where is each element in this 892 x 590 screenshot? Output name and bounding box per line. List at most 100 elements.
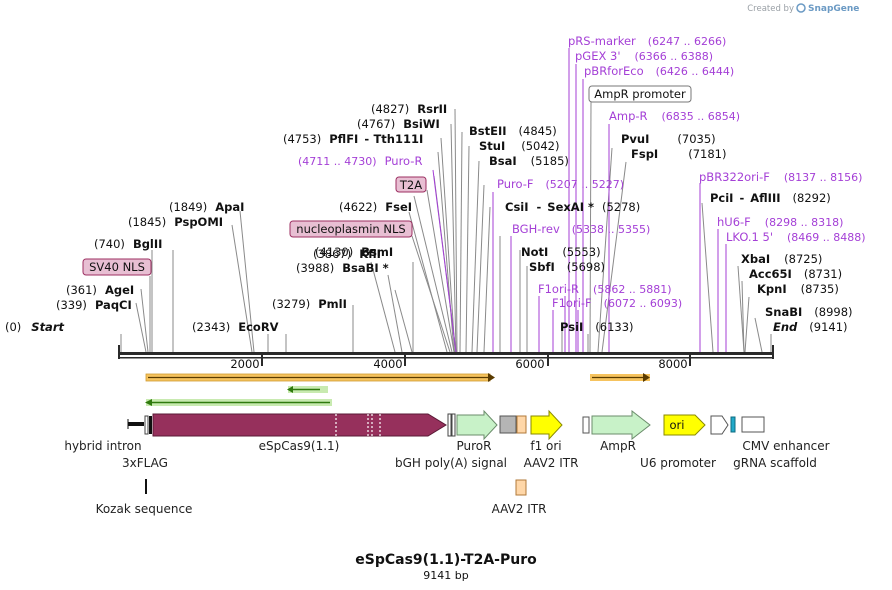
- ruler-tick-4000: 4000: [373, 357, 402, 371]
- site-kpni: KpnI(8735): [757, 282, 839, 296]
- kozak-label: Kozak sequence: [96, 502, 193, 516]
- ruler-tick-8000: 8000: [658, 357, 687, 371]
- cmv-enhancer-label: CMV enhancer: [742, 439, 829, 453]
- bgh-label: bGH poly(A) signal: [395, 456, 507, 470]
- site-pvui: PvuI(7035): [621, 132, 716, 146]
- site-pspomi: (1845)PspOMI: [128, 215, 223, 229]
- ampr-promoter-leader: [589, 101, 592, 353]
- created-by-label: Created by: [747, 4, 794, 14]
- flag-feature: [144, 415, 149, 435]
- site-paqci: (339)PaqCI: [56, 298, 132, 312]
- grna-scaffold-feature: [730, 416, 736, 433]
- site-bsiwi: (4767)BsiWI: [357, 117, 440, 131]
- aav2-itr-feature-1: [516, 415, 527, 434]
- site-pmli: (3279)PmlI: [272, 297, 347, 311]
- hybrid-intron-feature: [127, 419, 144, 429]
- ampr-promoter-label: AmpR promoter: [594, 87, 686, 101]
- primer-puro-f: Puro-F(5207 .. 5227): [497, 177, 624, 191]
- sv40-nls-box: SV40 NLS: [82, 258, 152, 276]
- site-xbai: XbaI(8725): [741, 252, 822, 266]
- plasmid-name: eSpCas9(1.1)-T2A-Puro: [355, 552, 537, 568]
- ampr-promoter-box: AmpR promoter: [588, 85, 692, 103]
- ori-inline-label: ori: [670, 418, 685, 432]
- site-sbfi: SbfI(5698): [529, 260, 605, 274]
- primer-f1ori-f: F1ori-F(6072 .. 6093): [552, 296, 682, 310]
- site-fspi: FspI(7181): [631, 147, 726, 161]
- ampr-feature: [591, 409, 651, 441]
- site-fsei: (4622)FseI: [339, 200, 412, 214]
- cmv-enhancer-feature: [741, 416, 765, 433]
- orf-arrows: [145, 373, 650, 406]
- site-start: (0)Start: [5, 320, 65, 334]
- orf-arrow-reverse-short: [287, 386, 328, 393]
- primer-pbr322ori-f: pBR322ori-F(8137 .. 8156): [699, 170, 862, 184]
- ampr-label: AmpR: [600, 439, 636, 453]
- espcas9-label: eSpCas9(1.1): [259, 439, 340, 453]
- puror-label: PuroR: [457, 439, 492, 453]
- site-bsai: BsaI(5185): [489, 154, 569, 168]
- primer-amp-r: Amp-R(6835 .. 6854): [609, 109, 740, 123]
- site-agei: (361)AgeI: [66, 283, 134, 297]
- espcas9-feature: [152, 413, 447, 437]
- primer-prs-marker: pRS-marker(6247 .. 6266): [568, 34, 726, 48]
- site-apai: (1849)ApaI: [169, 200, 244, 214]
- brand-name: SnapGene: [808, 4, 859, 14]
- aav2-itr-feature-2: [515, 479, 527, 496]
- orf-arrow-reverse-long: [145, 399, 332, 406]
- site-csii: CsiI-SexAI *(5278): [505, 200, 640, 214]
- hybrid-intron-label: hybrid intron: [64, 439, 141, 453]
- primer-leader-lines: [432, 48, 727, 353]
- puror-feature: [456, 409, 498, 441]
- site-snabi: SnaBI(8998): [765, 305, 853, 319]
- primer-labels: pRS-marker(6247 .. 6266) pGEX 3'(6366 ..…: [298, 34, 866, 310]
- primer-pgex3: pGEX 3'(6366 .. 6388): [575, 49, 713, 63]
- primer-f1ori-r: F1ori-R(5862 .. 5881): [538, 282, 672, 296]
- ampr-promoter-feature: [582, 416, 590, 434]
- site-kfli: (3867)KflI: [313, 247, 381, 261]
- site-bsabi: (3988)BsaBI *: [296, 261, 389, 275]
- aav2-itr-label-2: AAV2 ITR: [492, 502, 547, 516]
- grna-scaffold-label: gRNA scaffold: [733, 456, 817, 470]
- primer-lko1-5: LKO.1 5'(8469 .. 8488): [726, 230, 866, 244]
- u6-promoter-feature: [710, 415, 729, 435]
- ori-feature: ori: [663, 414, 706, 436]
- t2a-label: T2A: [399, 178, 422, 192]
- flag-label: 3xFLAG: [122, 456, 168, 470]
- backbone: [118, 345, 774, 359]
- site-pcii: PciI-AflIII(8292): [710, 191, 831, 205]
- snapgene-logo-icon: [796, 3, 806, 13]
- ruler-tick-2000: 2000: [230, 357, 259, 371]
- site-ecorv: (2343)EcoRV: [192, 320, 279, 334]
- f1-ori-feature: [530, 409, 563, 441]
- site-psii: PsiI(6133): [560, 320, 634, 334]
- site-pflfi: (4753)PflFI-Tth111I: [283, 132, 423, 146]
- ruler-tick-6000: 6000: [515, 357, 544, 371]
- f1-ori-label: f1 ori: [530, 439, 561, 453]
- nucleoplasmin-nls-box: nucleoplasmin NLS: [289, 220, 413, 238]
- primer-hu6-f: hU6-F(8298 .. 8318): [717, 215, 843, 229]
- nls-small-feature: [447, 413, 452, 437]
- leader-lines: [120, 108, 772, 353]
- site-bsmi: (4130)BsmI: [315, 245, 393, 259]
- orf-arrow-ampr: [590, 373, 650, 382]
- feature-track: ori: [127, 409, 765, 496]
- primer-bgh-rev: BGH-rev(5338 .. 5355): [512, 222, 650, 236]
- nucleoplasmin-nls-label: nucleoplasmin NLS: [296, 222, 405, 236]
- site-rsrii: (4827)RsrII: [371, 102, 447, 116]
- site-noti: NotI(5553): [521, 245, 601, 259]
- site-bsteii: BstEII(4845): [469, 124, 557, 138]
- t2a-small-feature: [451, 413, 456, 437]
- plasmid-length: 9141 bp: [423, 569, 468, 582]
- site-acc65i: Acc65I(8731): [749, 267, 842, 281]
- orf-arrow-main: [145, 373, 495, 382]
- bgh-feature: [499, 415, 517, 434]
- site-labels: (0)Start (339)PaqCI (361)AgeI (740)BglII…: [5, 102, 853, 334]
- ruler: 2000 4000 6000 8000: [230, 355, 691, 371]
- aav2-itr-label-1: AAV2 ITR: [524, 456, 579, 470]
- kozak-feature: [149, 416, 152, 434]
- u6-promoter-label: U6 promoter: [640, 456, 716, 470]
- site-end: End(9141): [773, 320, 848, 334]
- site-stui: StuI(5042): [479, 139, 560, 153]
- feature-labels: hybrid intron 3xFLAG eSpCas9(1.1) Kozak …: [64, 439, 829, 516]
